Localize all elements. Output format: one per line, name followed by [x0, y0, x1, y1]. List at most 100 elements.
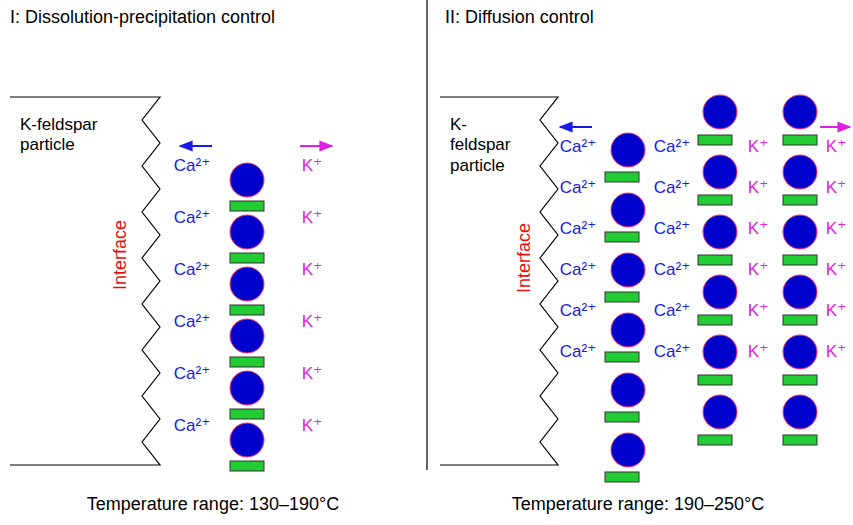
blue-grain [783, 335, 817, 369]
potassium-ion: K⁺ [302, 157, 322, 176]
blue-grain [783, 395, 817, 429]
green-crystal [230, 253, 264, 263]
potassium-ion: K⁺ [826, 343, 846, 362]
ca-flux-arrow [180, 145, 212, 147]
particle-label: K-feldspar particle [440, 97, 520, 176]
k-flux-arrow [300, 145, 332, 147]
green-crystal [605, 292, 639, 302]
green-crystal [698, 195, 732, 205]
calcium-ion: Ca²⁺ [174, 157, 210, 176]
blue-grain [703, 335, 737, 369]
green-crystal [605, 412, 639, 422]
blue-grain [230, 267, 264, 301]
temperature-range: Temperature range: 190–250°C [512, 495, 764, 515]
potassium-ion: K⁺ [826, 220, 846, 239]
potassium-ion: K⁺ [826, 302, 846, 321]
calcium-ion: Ca²⁺ [174, 417, 210, 436]
green-crystal [698, 135, 732, 145]
green-crystal [605, 172, 639, 182]
blue-grain [703, 395, 737, 429]
blue-grain [703, 95, 737, 129]
panel-title: I: Dissolution-precipitation control [10, 8, 275, 28]
potassium-ion: K⁺ [302, 365, 322, 384]
blue-grain [611, 133, 645, 167]
green-crystal [698, 255, 732, 265]
interface-label: Interface [515, 223, 535, 293]
potassium-ion: K⁺ [748, 138, 768, 157]
blue-grain [783, 95, 817, 129]
particle-label: K-feldspar particle [10, 97, 122, 156]
blue-grain [230, 319, 264, 353]
green-crystal [230, 305, 264, 315]
potassium-ion: K⁺ [748, 302, 768, 321]
calcium-ion: Ca²⁺ [560, 343, 596, 362]
potassium-ion: K⁺ [826, 261, 846, 280]
potassium-ion: K⁺ [302, 417, 322, 436]
blue-grain [611, 373, 645, 407]
feldspar-particle: K-feldspar particle [440, 97, 560, 465]
green-crystal [698, 375, 732, 385]
potassium-ion: K⁺ [826, 138, 846, 157]
particle-outline [10, 97, 160, 465]
blue-grain [230, 215, 264, 249]
green-crystal [230, 461, 264, 471]
calcium-ion: Ca²⁺ [560, 220, 596, 239]
calcium-ion: Ca²⁺ [174, 209, 210, 228]
calcium-ion: Ca²⁺ [654, 343, 690, 362]
calcium-ion: Ca²⁺ [654, 179, 690, 198]
calcium-ion: Ca²⁺ [174, 313, 210, 332]
feldspar-particle: K-feldspar particle [10, 97, 160, 465]
panel-title: II: Diffusion control [445, 8, 594, 28]
blue-grain [611, 313, 645, 347]
calcium-ion: Ca²⁺ [654, 220, 690, 239]
calcium-ion: Ca²⁺ [654, 302, 690, 321]
green-crystal [783, 135, 817, 145]
green-crystal [605, 352, 639, 362]
green-crystal [783, 435, 817, 445]
potassium-ion: K⁺ [748, 261, 768, 280]
blue-grain [703, 155, 737, 189]
k-flux-arrow [820, 126, 850, 128]
potassium-ion: K⁺ [302, 313, 322, 332]
potassium-ion: K⁺ [748, 220, 768, 239]
blue-grain [611, 253, 645, 287]
green-crystal [230, 357, 264, 367]
particle-outline [440, 97, 558, 465]
green-crystal [605, 472, 639, 482]
potassium-ion: K⁺ [302, 261, 322, 280]
blue-grain [611, 193, 645, 227]
potassium-ion: K⁺ [302, 209, 322, 228]
calcium-ion: Ca²⁺ [174, 365, 210, 384]
panel-divider [426, 0, 427, 470]
blue-grain [611, 433, 645, 467]
precipitate-layer [230, 95, 817, 482]
green-crystal [230, 201, 264, 211]
ca-flux-arrow [560, 126, 592, 128]
blue-grain [783, 155, 817, 189]
calcium-ion: Ca²⁺ [560, 179, 596, 198]
blue-grain [703, 215, 737, 249]
blue-grain [783, 215, 817, 249]
interface-label: Interface [111, 220, 131, 290]
green-crystal [230, 409, 264, 419]
calcium-ion: Ca²⁺ [654, 261, 690, 280]
temperature-range: Temperature range: 130–190°C [87, 495, 339, 515]
green-crystal [605, 232, 639, 242]
potassium-ion: K⁺ [748, 179, 768, 198]
blue-grain [230, 163, 264, 197]
calcium-ion: Ca²⁺ [654, 138, 690, 157]
blue-grain [783, 275, 817, 309]
blue-grain [230, 423, 264, 457]
calcium-ion: Ca²⁺ [560, 302, 596, 321]
calcium-ion: Ca²⁺ [174, 261, 210, 280]
green-crystal [783, 255, 817, 265]
potassium-ion: K⁺ [826, 179, 846, 198]
blue-grain [230, 371, 264, 405]
blue-grain [703, 275, 737, 309]
calcium-ion: Ca²⁺ [560, 261, 596, 280]
green-crystal [698, 435, 732, 445]
green-crystal [783, 375, 817, 385]
green-crystal [783, 195, 817, 205]
calcium-ion: Ca²⁺ [560, 138, 596, 157]
green-crystal [698, 315, 732, 325]
